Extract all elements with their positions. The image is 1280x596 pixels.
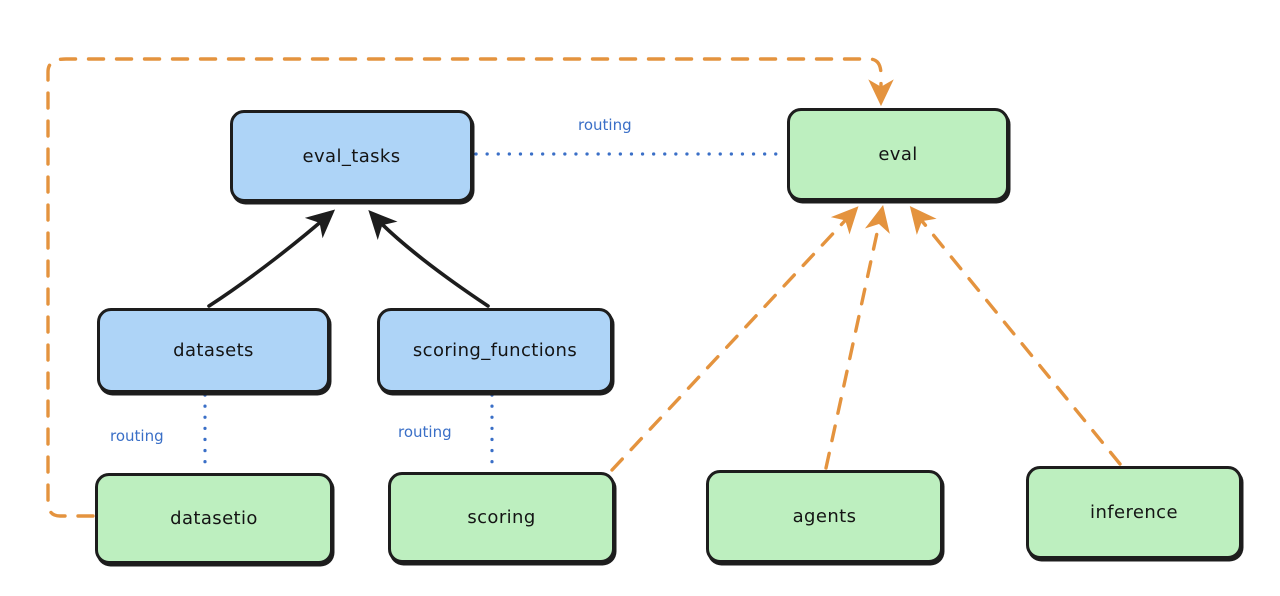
node-label: inference <box>1090 502 1178 523</box>
node-inference[interactable]: inference <box>1026 466 1242 559</box>
edge-label-routing-scoring-functions: routing <box>398 423 452 441</box>
node-label: eval_tasks <box>302 145 401 167</box>
edge-label-routing-datasets: routing <box>110 427 164 445</box>
node-label: agents <box>792 506 857 527</box>
node-label: scoring_functions <box>412 340 578 361</box>
edge-inference-to-eval <box>909 206 1122 466</box>
node-datasets[interactable]: datasets <box>97 308 330 393</box>
node-agents[interactable]: agents <box>706 470 943 563</box>
edge-datasets-to-eval-tasks <box>207 209 336 308</box>
node-label: datasets <box>173 340 254 361</box>
node-eval-tasks[interactable]: eval_tasks <box>230 110 473 202</box>
edge-label-routing-eval-tasks: routing <box>578 116 632 134</box>
node-label: eval <box>878 144 918 165</box>
node-scoring[interactable]: scoring <box>388 472 615 563</box>
node-eval[interactable]: eval <box>787 108 1009 201</box>
node-datasetio[interactable]: datasetio <box>95 473 333 564</box>
node-label: datasetio <box>170 508 258 529</box>
node-scoring-functions[interactable]: scoring_functions <box>377 308 613 393</box>
edge-scoring-to-eval <box>610 206 859 472</box>
node-label: scoring <box>467 507 536 528</box>
edge-scoring-functions-to-eval-tasks <box>368 210 490 308</box>
edge-agents-to-eval <box>824 205 890 470</box>
edge-datasetio-to-eval <box>46 57 894 518</box>
